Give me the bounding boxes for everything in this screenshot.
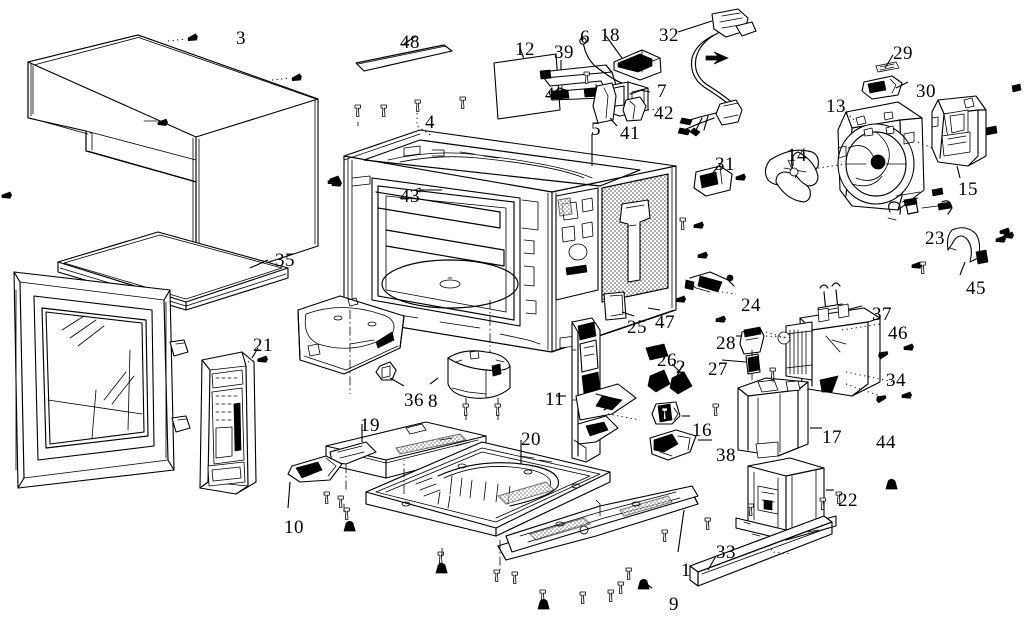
callout-31: 31	[715, 154, 735, 175]
callout-28: 28	[716, 333, 736, 354]
callout-35: 35	[275, 250, 295, 271]
callout-5: 5	[591, 119, 601, 140]
part-turntable-tray	[297, 295, 405, 394]
part-power-cord	[677, 8, 757, 137]
callout-46: 46	[888, 323, 908, 344]
part-base-clip	[287, 455, 343, 509]
callout-34: 34	[886, 370, 906, 391]
callout-16: 16	[692, 420, 712, 441]
callout-40: 40	[545, 84, 565, 105]
callout-6: 6	[580, 27, 590, 48]
part-hinge-bracket	[556, 317, 641, 463]
part-feet-screws	[645, 343, 693, 395]
callout-20: 20	[521, 429, 541, 450]
callout-45: 45	[966, 278, 986, 299]
callout-44: 44	[876, 432, 896, 453]
part-antenna-cover	[603, 291, 661, 321]
callout-26: 26	[657, 350, 677, 371]
part-front-trim	[689, 515, 833, 587]
callout-9: 9	[669, 594, 679, 615]
callout-43: 43	[400, 186, 420, 207]
part-base-rail-right	[497, 485, 699, 561]
callout-47: 47	[655, 312, 675, 333]
callout-36: 36	[404, 390, 424, 411]
part-base-plate	[365, 440, 611, 537]
part-waveguide-cover	[493, 47, 561, 120]
callout-39: 39	[554, 42, 574, 63]
part-control-panel	[199, 347, 269, 495]
part-turntable-coupler	[375, 361, 405, 387]
part-capacitor	[737, 367, 822, 459]
callout-7: 7	[657, 81, 667, 102]
callout-37: 37	[872, 304, 892, 325]
part-fan-housing	[837, 101, 933, 211]
base-fasteners	[323, 403, 898, 610]
callout-15: 15	[958, 179, 978, 200]
part-ground-strap	[946, 227, 989, 276]
callout-11: 11	[545, 389, 565, 410]
cavity-top-screws	[329, 96, 1010, 323]
part-oven-cavity	[343, 129, 677, 353]
part-latch-hook	[592, 82, 659, 127]
part-noise-filter	[721, 326, 795, 381]
callout-13: 13	[826, 96, 846, 117]
callout-23: 23	[925, 228, 945, 249]
part-wire-clamps	[887, 187, 953, 221]
callout-3: 3	[236, 28, 246, 49]
part-fan-blade	[764, 149, 847, 203]
part-monitor-switch	[693, 161, 746, 197]
callout-4: 4	[425, 112, 435, 133]
callout-22: 22	[838, 490, 858, 511]
part-stirrer-motor	[931, 95, 998, 179]
callout-30: 30	[916, 81, 936, 102]
callout-24: 24	[741, 295, 761, 316]
callout-42: 42	[654, 103, 674, 124]
part-interlock-switch	[579, 35, 662, 92]
part-switch-lead	[684, 271, 737, 295]
part-handle-trim	[355, 35, 453, 72]
part-door-frame	[13, 271, 191, 489]
callout-29: 29	[893, 43, 913, 64]
callout-8: 8	[428, 391, 438, 412]
callout-27: 27	[708, 359, 728, 380]
callout-18: 18	[600, 25, 620, 46]
cabinet-screws	[143, 33, 339, 185]
callout-2: 2	[676, 357, 686, 378]
part-hinge-pin-block	[649, 429, 712, 461]
callout-19: 19	[360, 415, 380, 436]
callout-33: 33	[716, 542, 736, 563]
callout-21: 21	[253, 335, 273, 356]
part-lamp-holder	[651, 401, 690, 425]
misc-fasteners	[1, 71, 1022, 274]
part-turntable-motor	[429, 300, 511, 420]
callout-25: 25	[627, 317, 647, 338]
part-fan-screw-thermal	[861, 54, 909, 100]
part-magnetron	[765, 282, 914, 404]
callout-12: 12	[515, 39, 535, 60]
callout-32: 32	[659, 25, 679, 46]
callout-38: 38	[716, 445, 736, 466]
callout-48: 48	[400, 32, 420, 53]
callout-14: 14	[787, 145, 807, 166]
callout-1: 1	[681, 560, 691, 581]
callout-10: 10	[284, 517, 304, 538]
callout-41: 41	[620, 123, 640, 144]
callout-17: 17	[822, 427, 842, 448]
